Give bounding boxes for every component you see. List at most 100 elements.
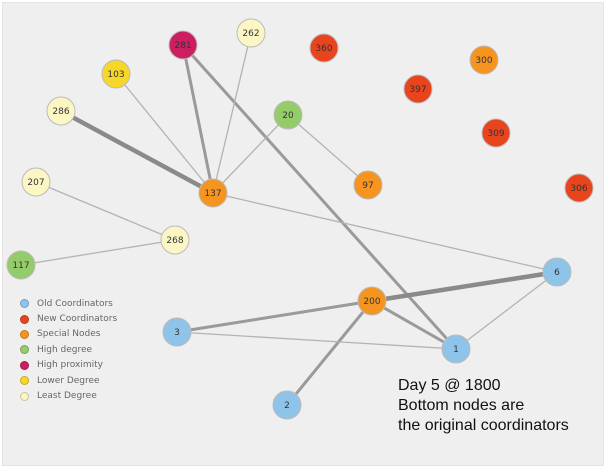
- edge-3-1: [176, 331, 457, 350]
- node-circle: [6, 250, 36, 280]
- legend-item: High degree: [20, 342, 117, 357]
- edge-281-1: [181, 43, 458, 351]
- node-20[interactable]: 20: [273, 100, 303, 130]
- caption-line-3: the original coordinators: [398, 417, 569, 434]
- node-circle: [481, 118, 511, 148]
- node-117[interactable]: 117: [6, 250, 36, 280]
- legend-swatch: [20, 329, 29, 339]
- node-97[interactable]: 97: [353, 170, 383, 200]
- legend-swatch: [20, 299, 29, 309]
- edge-103-137: [115, 73, 214, 194]
- node-circle: [309, 33, 339, 63]
- node-layer: 281 262 360 300 103 397 286 20 309 207 137 97 306 268…: [6, 18, 594, 420]
- legend-label: High degree: [37, 344, 93, 355]
- edge-117-268: [20, 239, 176, 266]
- node-label: 6: [554, 268, 560, 278]
- node-circle: [403, 74, 433, 104]
- legend-label: Lower Degree: [37, 375, 100, 386]
- node-label: 397: [409, 85, 426, 95]
- node-circle: [101, 59, 131, 89]
- node-label: 281: [174, 41, 191, 51]
- legend-label: Special Nodes: [37, 329, 101, 340]
- node-label: 268: [166, 236, 183, 246]
- node-label: 2: [284, 401, 290, 411]
- legend-item: Least Degree: [20, 388, 117, 403]
- node-397[interactable]: 397: [403, 74, 433, 104]
- node-circle: [21, 167, 51, 197]
- node-label: 1: [453, 345, 459, 355]
- edge-262-137: [212, 32, 252, 194]
- node-200[interactable]: 200: [357, 286, 387, 316]
- legend-label: Least Degree: [37, 391, 97, 402]
- edge-200-3: [175, 299, 374, 334]
- edge-200-1: [370, 299, 458, 351]
- edge-20-97: [287, 114, 369, 186]
- node-207[interactable]: 207: [21, 167, 51, 197]
- node-circle: [236, 18, 266, 48]
- node-label: 103: [107, 70, 124, 80]
- caption-line-2: Bottom nodes are: [398, 397, 525, 414]
- node-circle: [357, 286, 387, 316]
- node-circle: [441, 334, 471, 364]
- node-137[interactable]: 137: [198, 178, 228, 208]
- node-281[interactable]: 281: [168, 30, 198, 60]
- node-360[interactable]: 360: [309, 33, 339, 63]
- edge-207-268: [35, 181, 176, 241]
- edge-281-137: [181, 43, 215, 195]
- node-circle: [272, 390, 302, 420]
- caption-line-1: Day 5 @ 1800: [398, 377, 501, 394]
- legend-swatch: [20, 345, 29, 355]
- legend-item: Old Coordinators: [20, 296, 117, 311]
- node-circle: [353, 170, 383, 200]
- edge-200-2: [285, 299, 374, 407]
- node-label: 262: [242, 29, 259, 39]
- caption: Day 5 @ 1800 Bottom nodes are the origin…: [398, 376, 569, 436]
- legend-item: High proximity: [20, 358, 117, 373]
- legend-label: New Coordinators: [37, 314, 118, 325]
- edge-20-137: [212, 114, 289, 194]
- node-circle: [160, 225, 190, 255]
- legend-swatch: [20, 314, 29, 324]
- node-268[interactable]: 268: [160, 225, 190, 255]
- node-label: 360: [315, 44, 332, 54]
- edge-137-6: [212, 192, 558, 273]
- legend-item: Lower Degree: [20, 373, 117, 388]
- legend-swatch: [20, 360, 29, 370]
- node-label: 300: [475, 56, 492, 66]
- legend-item: New Coordinators: [20, 311, 117, 326]
- node-309[interactable]: 309: [481, 118, 511, 148]
- node-262[interactable]: 262: [236, 18, 266, 48]
- node-label: 20: [282, 111, 294, 121]
- node-286[interactable]: 286: [46, 96, 76, 126]
- node-label: 306: [570, 184, 587, 194]
- node-3[interactable]: 3: [162, 317, 192, 347]
- node-label: 97: [362, 181, 373, 191]
- node-300[interactable]: 300: [469, 45, 499, 75]
- node-circle: [564, 173, 594, 203]
- legend-swatch: [20, 391, 29, 401]
- node-label: 286: [52, 107, 69, 117]
- node-circle: [46, 96, 76, 126]
- edge-200-6: [369, 269, 560, 304]
- node-label: 200: [363, 297, 380, 307]
- legend-swatch: [20, 376, 29, 386]
- legend-label: Old Coordinators: [37, 298, 113, 309]
- legend-item: Special Nodes: [20, 327, 117, 342]
- node-103[interactable]: 103: [101, 59, 131, 89]
- node-1[interactable]: 1: [441, 334, 471, 364]
- node-306[interactable]: 306: [564, 173, 594, 203]
- node-label: 117: [12, 261, 29, 271]
- node-circle: [168, 30, 198, 60]
- node-6[interactable]: 6: [542, 257, 572, 287]
- edge-1-6: [455, 271, 558, 350]
- node-circle: [162, 317, 192, 347]
- node-label: 309: [487, 129, 504, 139]
- node-label: 3: [174, 328, 180, 338]
- node-circle: [542, 257, 572, 287]
- node-2[interactable]: 2: [272, 390, 302, 420]
- edge-layer: [20, 32, 560, 407]
